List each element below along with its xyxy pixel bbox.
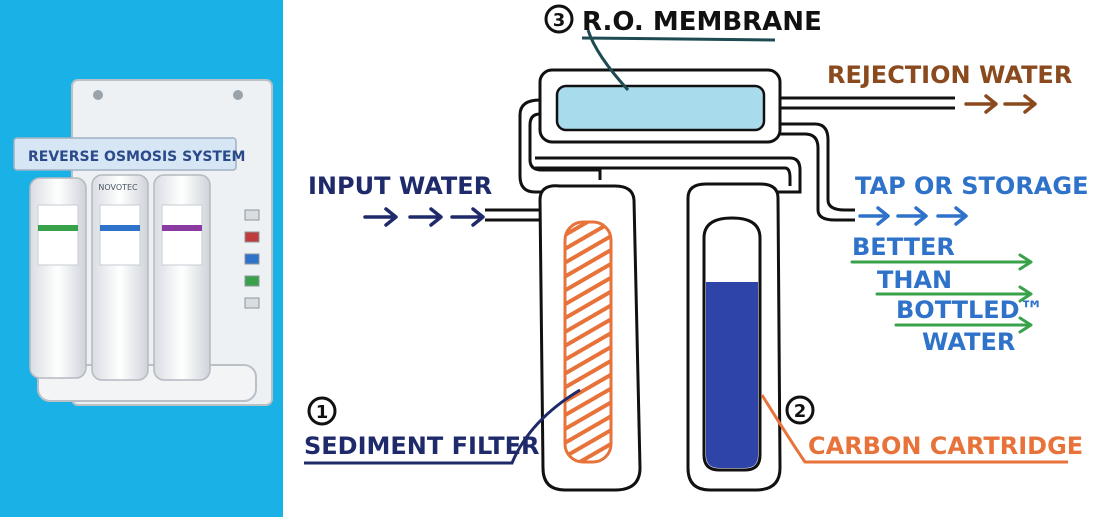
- membrane-label: R.O. MEMBRANE: [582, 7, 822, 37]
- ro-membrane-housing: [538, 68, 782, 144]
- better-line-1: BETTER: [852, 233, 955, 261]
- rejection-water-label: REJECTION WATER: [827, 61, 1072, 89]
- carbon-number-badge: 2: [785, 395, 815, 425]
- better-line-4: WATER: [922, 328, 1015, 356]
- mounting-hole: [233, 90, 243, 100]
- carbon-pointer: [760, 394, 1068, 464]
- sediment-filter-housing: [538, 184, 642, 492]
- rejection-arrows: [964, 94, 1037, 114]
- product-sign-text: REVERSE OSMOSIS SYSTEM: [28, 149, 245, 165]
- better-arrows: [850, 253, 1033, 334]
- cartridge-2: [91, 174, 149, 381]
- brand-text: NOVOTEC: [98, 183, 138, 192]
- cartridge-3: [153, 174, 211, 381]
- carbon-element: [706, 282, 758, 468]
- side-fittings: [244, 209, 260, 309]
- sediment-filter-element: [563, 220, 613, 464]
- membrane-label-underline: [581, 36, 776, 42]
- sediment-number-badge: 1: [307, 396, 337, 426]
- svg-text:3: 3: [553, 10, 566, 31]
- sediment-filter-label: SEDIMENT FILTER: [304, 432, 540, 460]
- output-pipe: [780, 122, 855, 212]
- cartridge-1: [29, 177, 87, 379]
- tap-arrows: [858, 206, 968, 226]
- ro-membrane: [555, 84, 766, 132]
- product-sign: [13, 137, 237, 171]
- svg-text:2: 2: [794, 401, 807, 422]
- membrane-pointer: [586, 29, 630, 92]
- mounting-hole: [93, 90, 103, 100]
- membrane-number-badge: 3: [544, 4, 574, 34]
- input-arrows: [363, 207, 485, 227]
- tap-storage-label: TAP OR STORAGE: [855, 172, 1088, 200]
- carbon-cartridge-housing: [686, 182, 782, 492]
- better-line-2: THAN: [877, 266, 952, 294]
- sediment-pointer: [304, 388, 581, 465]
- carbon-cartridge-label: CARBON CARTRIDGE: [808, 432, 1083, 460]
- ro-unit-illustration: REVERSE OSMOSIS SYSTEM NOVOTEC: [13, 79, 273, 406]
- svg-text:1: 1: [316, 402, 329, 423]
- pipes: [485, 96, 955, 222]
- input-water-label: INPUT WATER: [308, 172, 492, 200]
